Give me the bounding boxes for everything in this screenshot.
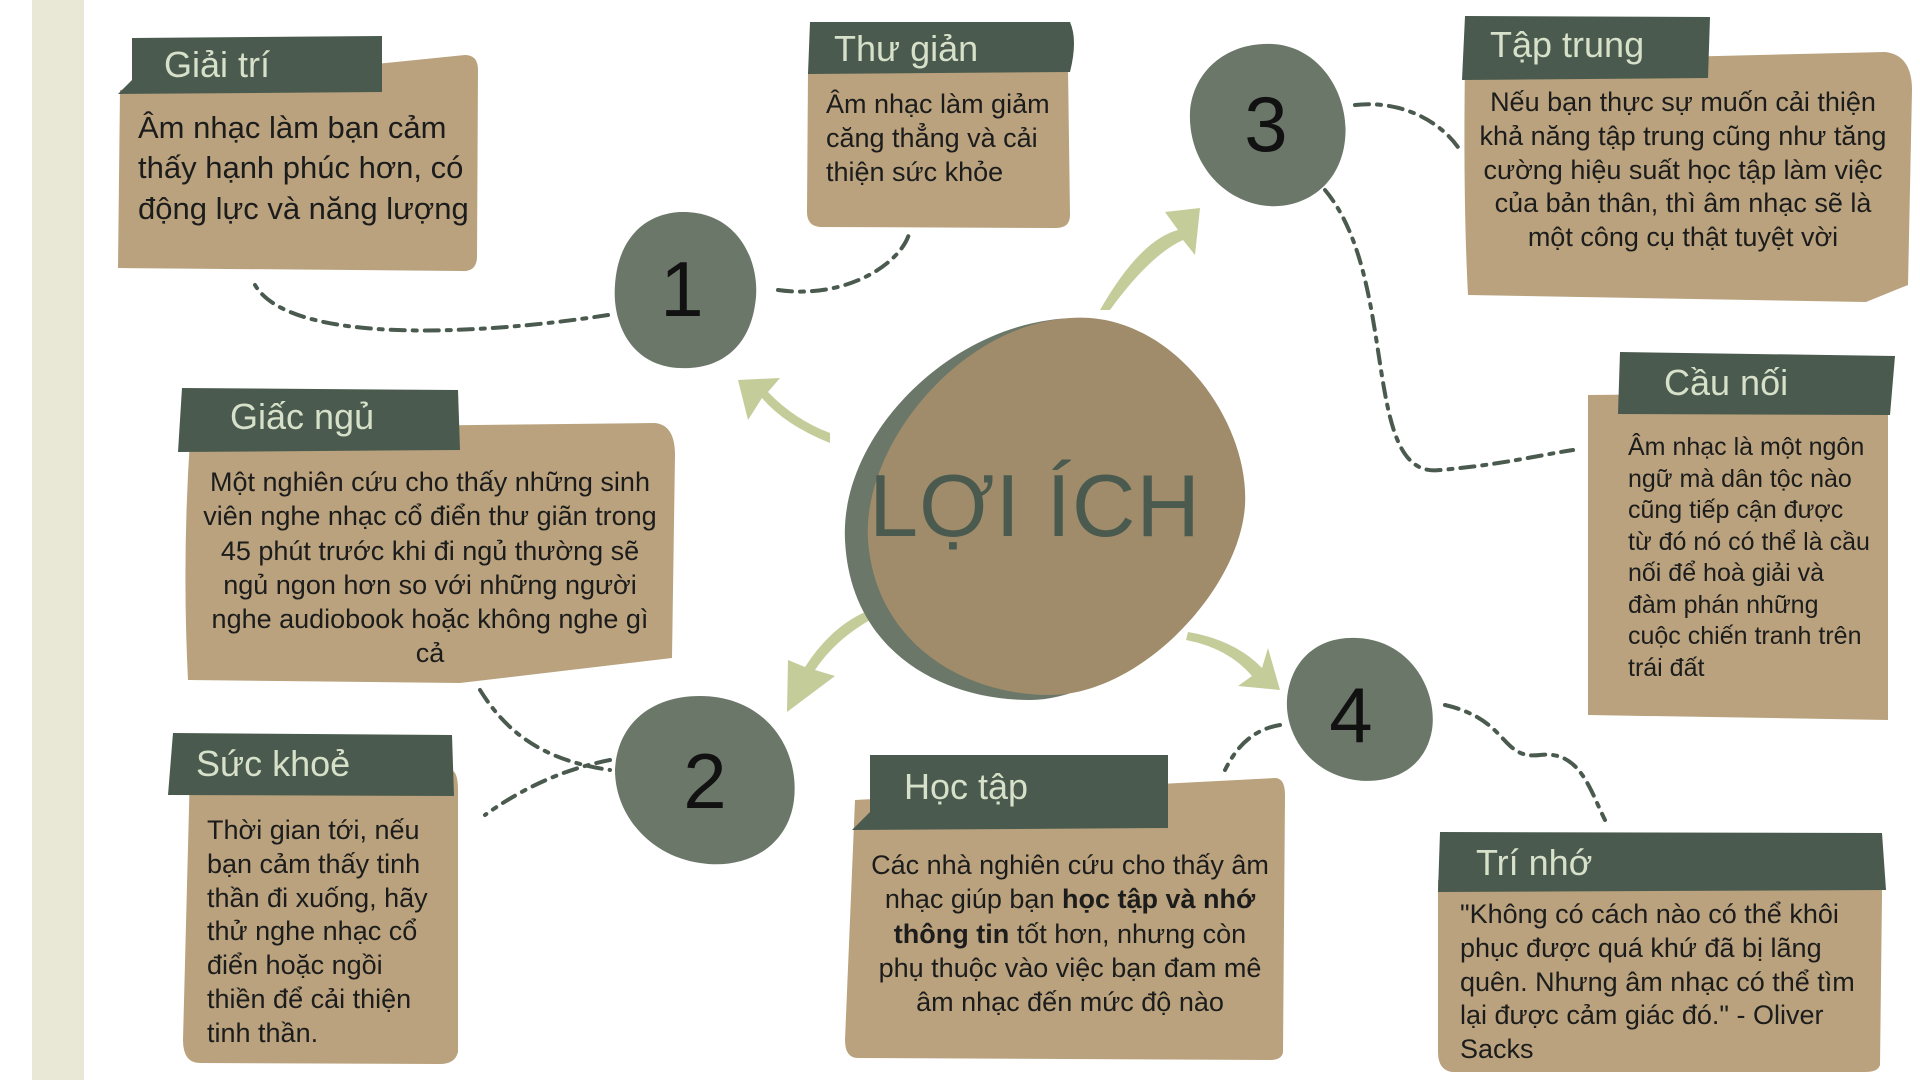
connector-3-cau-noi: [1323, 188, 1575, 473]
connector-4-tri-nho: [1443, 703, 1607, 822]
band-thu-gian: [808, 22, 1074, 74]
text-tri-nho: "Không có cách nào có thể khôi phục được…: [1460, 899, 1855, 1064]
title-hoc-tap: Học tập: [904, 766, 1029, 807]
band-tri-nho: [1438, 832, 1886, 892]
left-stripe: [32, 0, 84, 1080]
connector-1-giai-tri: [253, 283, 610, 333]
title-bands: [118, 16, 1895, 892]
band-giai-tri: [118, 36, 382, 94]
title-tri-nho: Trí nhớ: [1476, 842, 1593, 883]
title-suc-khoe: Sức khoẻ: [196, 743, 351, 784]
connector-1-thu-gian: [776, 228, 912, 294]
arrow-to-1: [738, 378, 830, 443]
number-4: 4: [1329, 671, 1373, 759]
connectors: [253, 102, 1607, 822]
text-hoc-tap-before: Các nhà nghiên cứu cho thấy âm nhạc giúp…: [871, 850, 1269, 915]
arrow-to-2: [787, 612, 870, 712]
cards: [118, 52, 1912, 1072]
arrows: [738, 208, 1280, 712]
connector-2-giac-ngu: [478, 688, 612, 772]
card-bg-cau-noi: [1588, 392, 1888, 720]
circle-1-bg: [614, 211, 757, 369]
title-tap-trung: Tập trung: [1490, 24, 1645, 65]
connector-3-tap-trung: [1353, 102, 1462, 152]
text-cau-noi: Âm nhạc là một ngôn ngữ mà dân tộc nào c…: [1628, 433, 1870, 682]
center-blob: [867, 317, 1246, 695]
card-bg-giai-tri: [118, 55, 478, 272]
number-1: 1: [660, 245, 704, 333]
band-cau-noi: [1618, 352, 1895, 415]
band-tap-trung: [1462, 16, 1710, 80]
card-bg-tri-nho: [1438, 880, 1882, 1072]
number-3: 3: [1244, 80, 1288, 168]
circles: [614, 43, 1433, 865]
title-giai-tri: Giải trí: [164, 44, 271, 85]
title-thu-gian: Thư giản: [834, 28, 979, 69]
circle-4-bg: [1286, 637, 1433, 781]
card-bg-giac-ngu: [185, 423, 675, 683]
text-suc-khoe: Thời gian tới, nếu bạn cảm thấy tinh thầ…: [207, 815, 428, 1048]
text-hoc-tap: Các nhà nghiên cứu cho thấy âm nhạc giúp…: [870, 848, 1270, 1019]
text-thu-gian: Âm nhạc làm giảm căng thẳng và cải thiện…: [826, 89, 1050, 187]
title-giac-ngu: Giấc ngủ: [230, 396, 375, 437]
text-giac-ngu: Một nghiên cứu cho thấy những sinh viên …: [203, 467, 657, 669]
text-hoc-tap-bold: học tập và nhớ thông tin: [893, 884, 1256, 949]
band-hoc-tap: [852, 755, 1168, 830]
text-tap-trung: Nếu bạn thực sự muốn cải thiện khả năng …: [1479, 87, 1887, 252]
center-title: LỢI ÍCH: [869, 456, 1201, 555]
circle-3-bg: [1189, 43, 1346, 207]
card-bg-hoc-tap: [845, 778, 1285, 1060]
band-suc-khoe: [168, 733, 454, 796]
connector-2-suc-khoe: [483, 758, 612, 817]
arrow-to-4: [1186, 632, 1280, 690]
card-bg-suc-khoe: [183, 770, 458, 1064]
text-giai-tri: Âm nhạc làm bạn cảm thấy hạnh phúc hơn, …: [138, 110, 469, 226]
number-2: 2: [683, 737, 727, 825]
band-giac-ngu: [178, 388, 460, 452]
arrow-to-3: [1100, 208, 1200, 310]
card-bg-thu-gian: [807, 68, 1070, 228]
text-hoc-tap-after: tốt hơn, nhưng còn phụ thuộc vào việc bạ…: [878, 918, 1262, 1018]
connector-4-hoc-tap: [1223, 723, 1282, 772]
title-cau-noi: Cầu nối: [1664, 362, 1789, 403]
circle-2-bg: [615, 696, 795, 865]
card-bg-tap-trung: [1464, 52, 1912, 302]
